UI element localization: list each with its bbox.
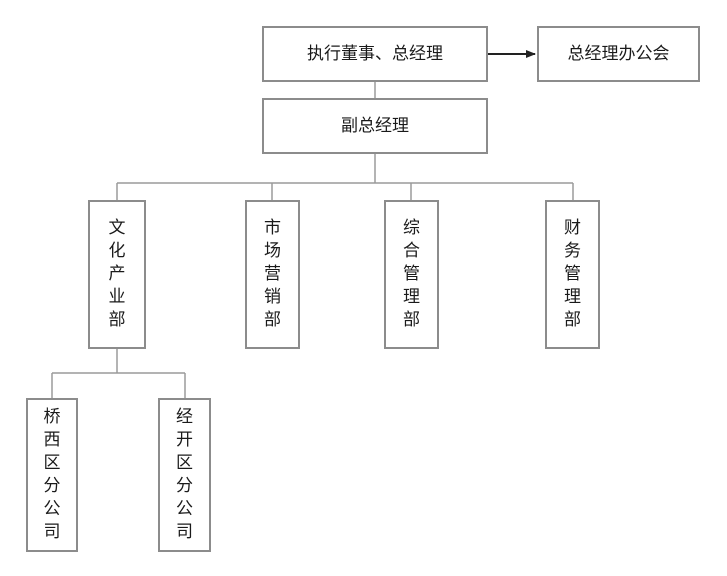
node-executive-label: 执行董事、总经理 — [307, 43, 443, 64]
node-executive: 执行董事、总经理 — [262, 26, 488, 82]
node-admin-dept-label: 综合管理部 — [402, 218, 420, 330]
node-marketing-dept: 市场营销部 — [245, 200, 300, 349]
node-deputy-gm: 副总经理 — [262, 98, 488, 154]
node-admin-dept: 综合管理部 — [384, 200, 439, 349]
node-qiaoxi-branch: 桥西区分公司 — [26, 398, 78, 552]
node-culture-dept-label: 文化产业部 — [108, 218, 126, 330]
node-qiaoxi-branch-label: 桥西区分公司 — [43, 407, 61, 542]
node-culture-dept: 文化产业部 — [88, 200, 146, 349]
node-marketing-dept-label: 市场营销部 — [263, 218, 281, 330]
node-gm-office-label: 总经理办公会 — [567, 43, 670, 64]
node-finance-dept-label: 财务管理部 — [563, 218, 581, 330]
node-finance-dept: 财务管理部 — [545, 200, 600, 349]
node-jingkai-branch: 经开区分公司 — [158, 398, 211, 552]
node-gm-office: 总经理办公会 — [537, 26, 700, 82]
node-jingkai-branch-label: 经开区分公司 — [175, 407, 193, 542]
node-deputy-gm-label: 副总经理 — [341, 115, 409, 136]
